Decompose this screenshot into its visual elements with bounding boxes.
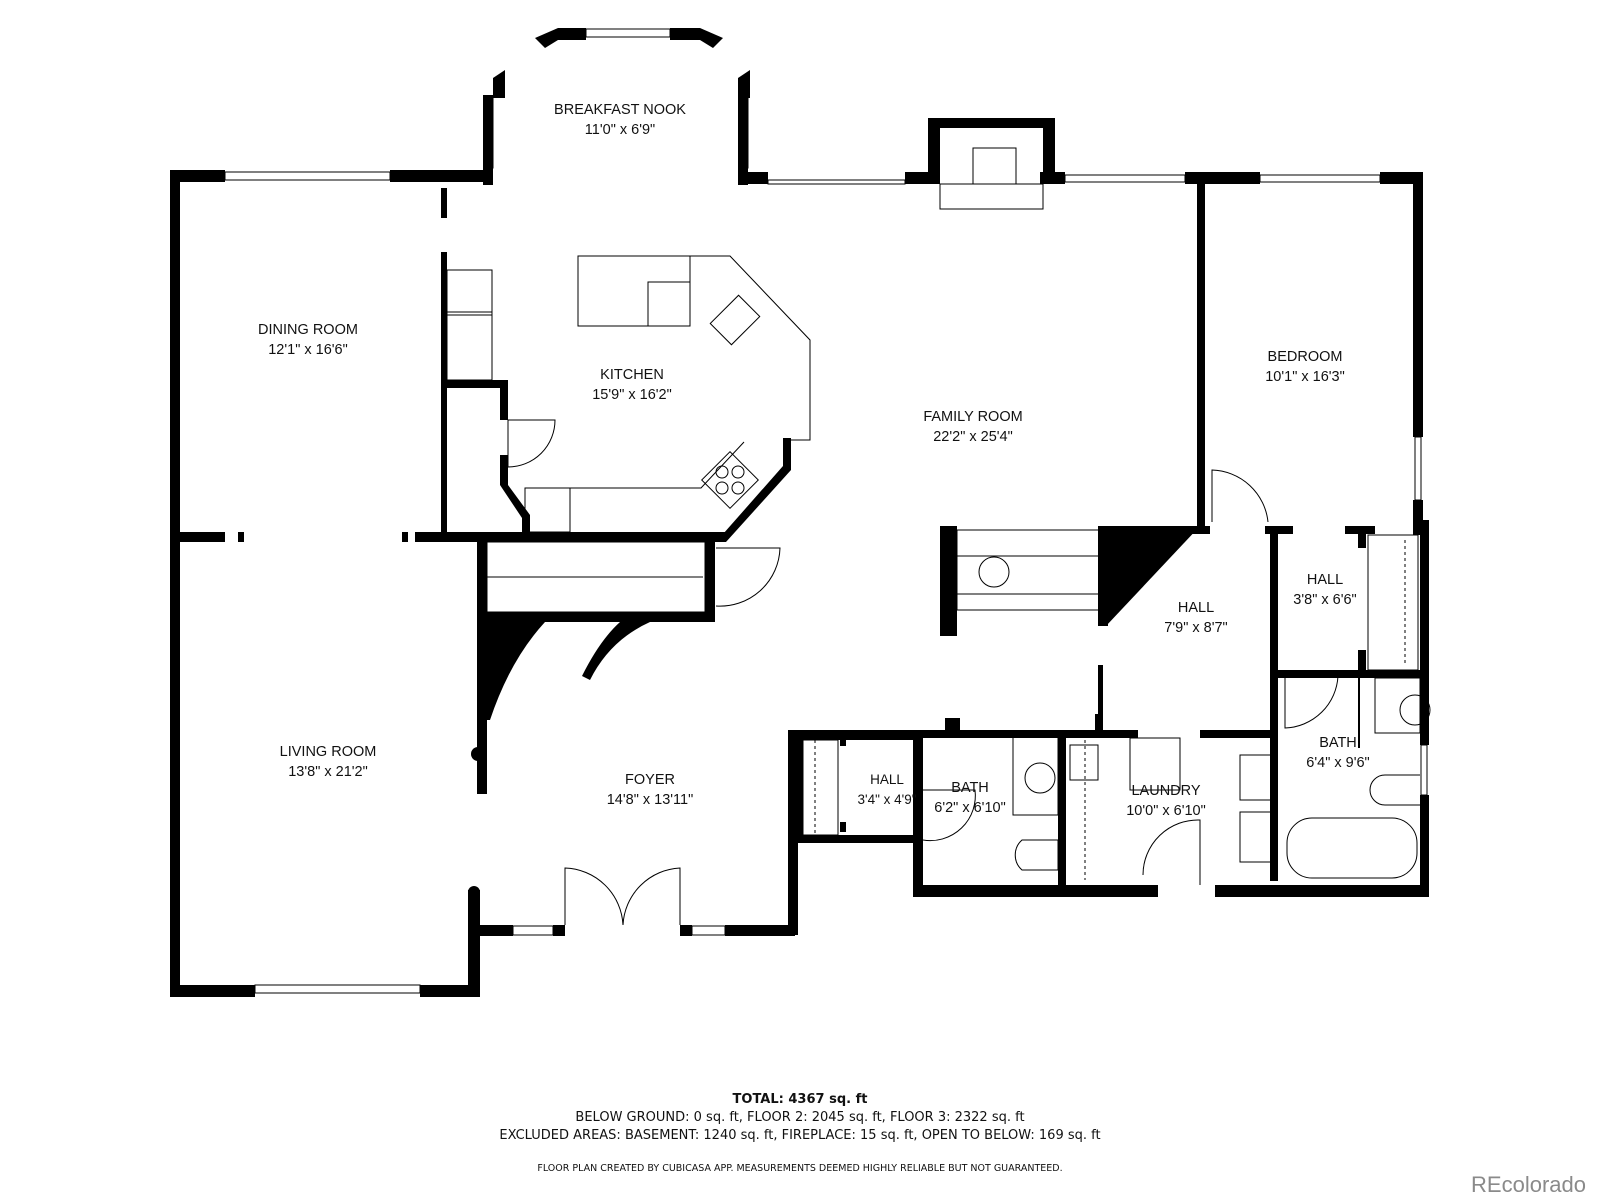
room-bath-left: BATH 6'2" x 6'10" bbox=[934, 778, 1005, 818]
room-name: FOYER bbox=[625, 772, 675, 788]
room-hall-right: HALL 3'8" x 6'6" bbox=[1293, 570, 1356, 610]
room-bath-right: BATH 6'4" x 9'6" bbox=[1306, 733, 1369, 773]
room-name: DINING ROOM bbox=[258, 322, 358, 338]
room-name: KITCHEN bbox=[600, 367, 664, 383]
room-dimensions: 10'0" x 6'10" bbox=[1126, 803, 1206, 819]
room-dimensions: 6'2" x 6'10" bbox=[934, 800, 1006, 816]
room-dimensions: 3'8" x 6'6" bbox=[1293, 592, 1357, 608]
room-dimensions: 7'9" x 8'7" bbox=[1164, 620, 1228, 636]
room-dimensions: 6'4" x 9'6" bbox=[1306, 755, 1370, 771]
room-name: BATH bbox=[951, 780, 989, 796]
room-dimensions: 3'4" x 4'9" bbox=[857, 792, 917, 807]
fixtures bbox=[171, 28, 1431, 994]
room-living-room: LIVING ROOM 13'8" x 21'2" bbox=[280, 742, 377, 782]
room-dimensions: 15'9" x 16'2" bbox=[592, 387, 672, 403]
room-name: BREAKFAST NOOK bbox=[554, 102, 686, 118]
room-name: LAUNDRY bbox=[1131, 783, 1201, 799]
interior-walls bbox=[180, 188, 1420, 888]
room-name: HALL bbox=[1306, 572, 1344, 588]
floor-areas: BELOW GROUND: 0 sq. ft, FLOOR 2: 2045 sq… bbox=[575, 1110, 1025, 1125]
disclaimer: FLOOR PLAN CREATED BY CUBICASA APP. MEAS… bbox=[537, 1163, 1063, 1174]
room-hall-small: HALL 3'4" x 4'9" bbox=[857, 770, 916, 810]
room-dimensions: 14'8" x 13'11" bbox=[606, 792, 694, 808]
room-family-room: FAMILY ROOM 22'2" x 25'4" bbox=[923, 407, 1022, 447]
room-name: FAMILY ROOM bbox=[923, 409, 1023, 425]
room-bedroom: BEDROOM 10'1" x 16'3" bbox=[1265, 347, 1345, 387]
exterior-walls bbox=[170, 28, 1429, 997]
room-foyer: FOYER 14'8" x 13'11" bbox=[607, 770, 694, 810]
room-breakfast-nook: BREAKFAST NOOK 11'0" x 6'9" bbox=[554, 100, 686, 140]
room-kitchen: KITCHEN 15'9" x 16'2" bbox=[592, 365, 672, 405]
total-area: TOTAL: 4367 sq. ft bbox=[732, 1092, 868, 1107]
room-dimensions: 12'1" x 16'6" bbox=[268, 342, 348, 358]
room-name: LIVING ROOM bbox=[279, 744, 377, 760]
room-dimensions: 22'2" x 25'4" bbox=[933, 429, 1013, 445]
room-dimensions: 10'1" x 16'3" bbox=[1265, 369, 1345, 385]
room-dimensions: 11'0" x 6'9" bbox=[584, 122, 656, 138]
watermark-logo: REcolorado bbox=[1471, 1172, 1586, 1197]
room-dining-room: DINING ROOM 12'1" x 16'6" bbox=[258, 320, 358, 360]
room-hall-center: HALL 7'9" x 8'7" bbox=[1164, 598, 1227, 638]
excluded-areas: EXCLUDED AREAS: BASEMENT: 1240 sq. ft, F… bbox=[499, 1128, 1101, 1143]
room-name: BEDROOM bbox=[1267, 349, 1343, 365]
room-name: BATH bbox=[1319, 735, 1357, 751]
room-laundry: LAUNDRY 10'0" x 6'10" bbox=[1126, 781, 1206, 821]
room-name: HALL bbox=[1177, 600, 1215, 616]
room-name: HALL bbox=[870, 772, 904, 787]
room-dimensions: 13'8" x 21'2" bbox=[288, 764, 368, 780]
